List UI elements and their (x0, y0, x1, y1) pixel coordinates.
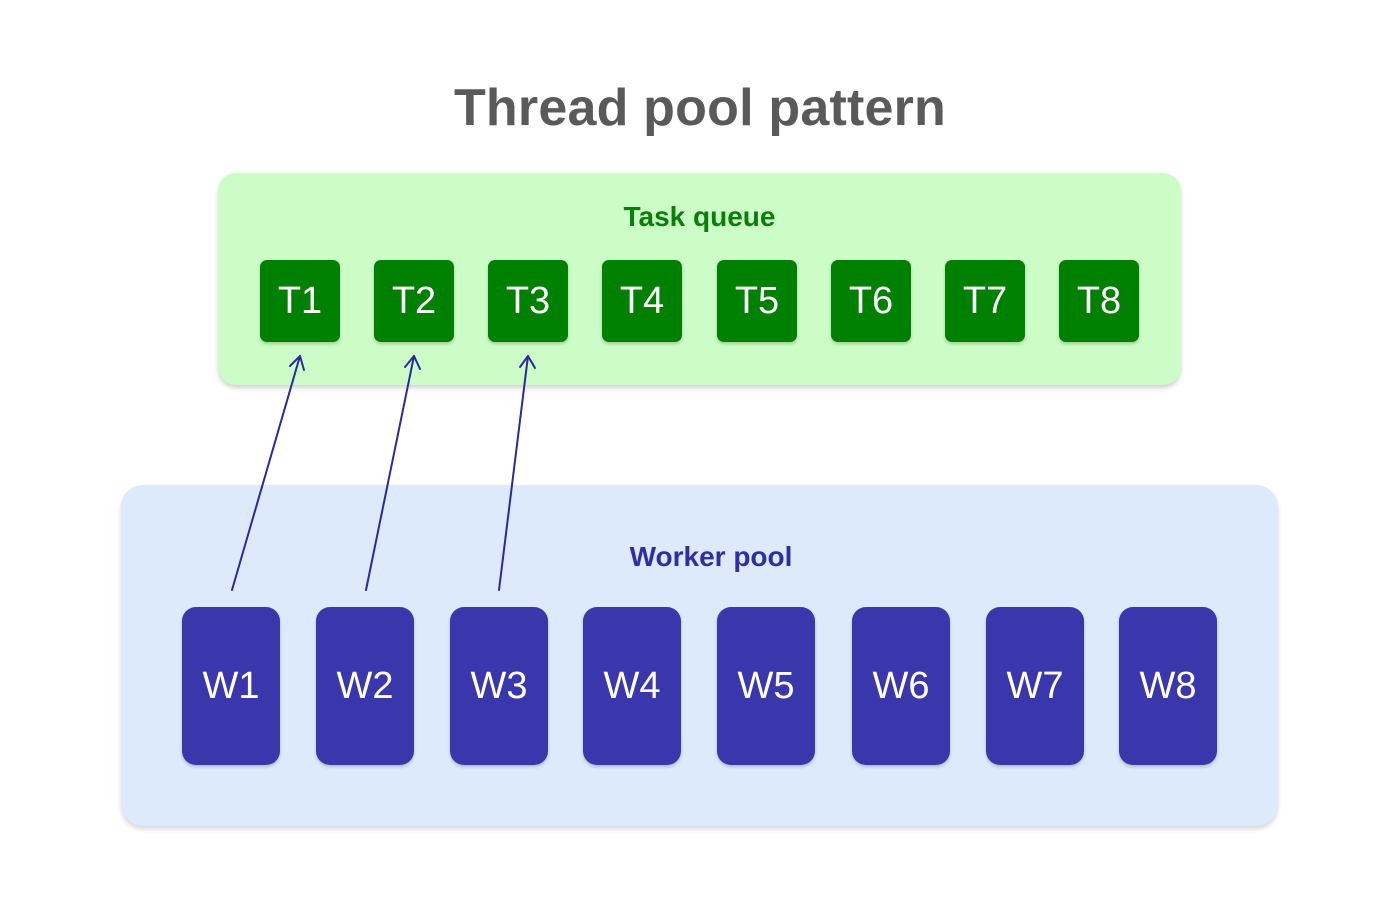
task-t6: T6 (831, 260, 911, 342)
task-t1: T1 (260, 260, 340, 342)
worker-w3: W3 (450, 607, 548, 765)
task-t7: T7 (945, 260, 1025, 342)
worker-w6: W6 (852, 607, 950, 765)
task-t3: T3 (488, 260, 568, 342)
diagram-title: Thread pool pattern (453, 79, 947, 137)
worker-w7: W7 (986, 607, 1084, 765)
worker-w5: W5 (717, 607, 815, 765)
task-queue-label: Task queue (623, 201, 776, 232)
worker-pool-label: Worker pool (629, 541, 793, 572)
task-t2: T2 (374, 260, 454, 342)
worker-w2: W2 (316, 607, 414, 765)
task-t5: T5 (717, 260, 797, 342)
worker-w1: W1 (182, 607, 280, 765)
worker-w4: W4 (583, 607, 681, 765)
task-t8: T8 (1059, 260, 1139, 342)
worker-pool: Worker pool W1 W2 W3 W4 W5 W6 W7 W8 (121, 485, 1278, 826)
task-queue: Task queue T1 T2 T3 T4 T5 T6 T7 T8 (218, 173, 1181, 385)
task-t4: T4 (602, 260, 682, 342)
worker-w8: W8 (1119, 607, 1217, 765)
